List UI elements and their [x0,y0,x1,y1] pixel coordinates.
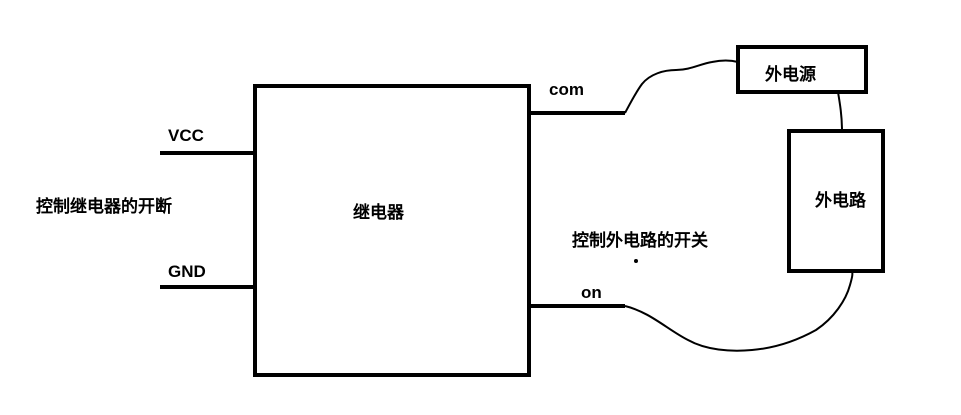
left-caption: 控制继电器的开断 [36,196,172,217]
com-label: com [549,80,584,99]
com-to-power-wire [624,59,739,114]
relay-label: 继电器 [353,202,405,223]
relay-box [253,84,531,377]
on-label: on [581,283,602,302]
on-to-circuit-wire [624,270,854,352]
stray-dot [634,259,638,263]
power-to-circuit-wire [837,91,843,132]
vcc-label: VCC [168,126,204,145]
power-supply-label: 外电源 [765,64,816,85]
right-caption: 控制外电路的开关 [572,230,708,251]
external-circuit-box [787,129,885,273]
gnd-label: GND [168,262,206,281]
external-circuit-label: 外电路 [815,190,867,211]
power-supply-box [736,45,868,94]
